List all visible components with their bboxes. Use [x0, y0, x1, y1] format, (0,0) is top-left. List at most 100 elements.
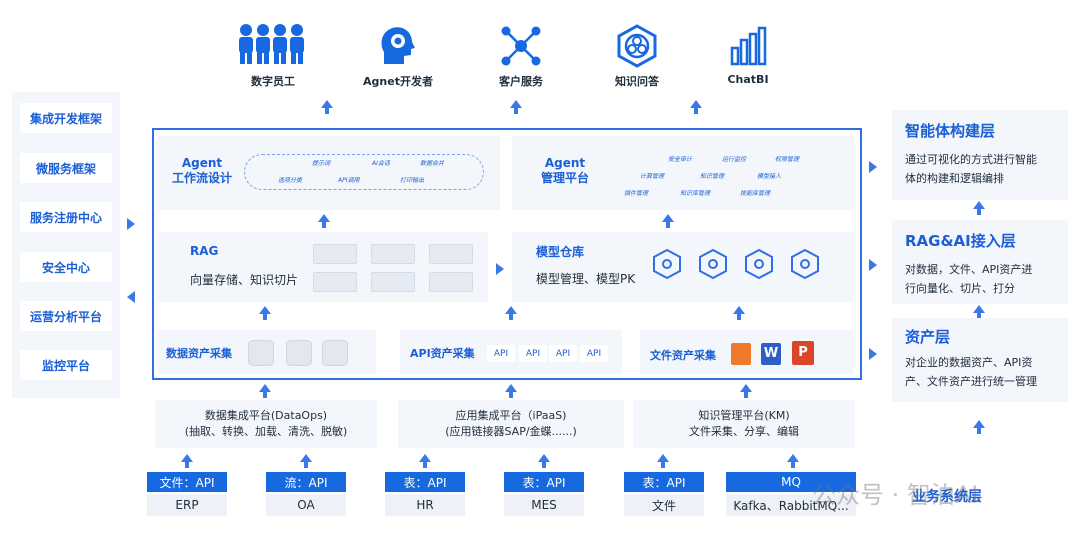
- arrow-up-icon: [973, 305, 985, 319]
- layer-asset: [892, 318, 1068, 402]
- mgmt-tag: 模型接入: [757, 173, 782, 180]
- top-label-developer: Agnet开发者: [363, 75, 433, 88]
- source-hr-name: HR: [385, 494, 465, 516]
- arrow-up-icon: [505, 384, 517, 398]
- top-label-customer-service: 客户服务: [499, 75, 543, 88]
- api-chip: API: [519, 345, 547, 362]
- agent-mgmt-title-line1: Agent: [544, 156, 586, 170]
- word-file-icon: W: [761, 343, 781, 365]
- left-item-service-registry: 服务注册中心: [20, 202, 112, 232]
- top-label-knowledge-qa: 知识问答: [615, 75, 659, 88]
- layer-rag-ai-desc: 对数据，文件、API资产进 行向量化、切片、打分: [905, 260, 1032, 298]
- layer-rag-ai: [892, 220, 1068, 304]
- ipaas-line1: 应用集成平台（iPaaS): [455, 409, 567, 422]
- arrow-up-icon: [733, 306, 745, 320]
- bar-chart-icon: [728, 26, 768, 70]
- network-nodes-icon: [500, 26, 542, 70]
- left-item-ops-analytics: 运营分析平台: [20, 301, 112, 331]
- database-icon: [322, 340, 348, 366]
- database-icon: [286, 340, 312, 366]
- source-file-head: 表：API: [624, 472, 704, 492]
- workflow-node: AI会话: [372, 160, 390, 167]
- mgmt-tag: 权限管理: [775, 156, 800, 163]
- vector-block: [371, 244, 415, 264]
- mgmt-tag: 知识管理: [700, 173, 725, 180]
- left-item-security-center: 安全中心: [20, 252, 112, 282]
- data-asset-title: 数据资产采集: [166, 347, 232, 360]
- knowledge-hex-icon: [616, 24, 658, 72]
- arrow-up-icon: [321, 100, 333, 114]
- mgmt-tag: 计算管理: [640, 173, 665, 180]
- source-mq-name: Kafka、RabbitMQ...: [726, 494, 856, 516]
- mgmt-tag: 知识库管理: [680, 190, 711, 197]
- api-asset-title: API资产采集: [410, 347, 475, 360]
- arrow-right-icon: [869, 348, 877, 360]
- model-repo-title: 模型仓库: [536, 245, 585, 259]
- main-platform-frame: [152, 128, 862, 380]
- model-repo-desc: 模型管理、模型PK: [536, 272, 636, 286]
- layer-rag-ai-desc-line1: 对数据，文件、API资产进: [905, 263, 1033, 276]
- arrow-right-icon: [127, 218, 135, 230]
- arrow-up-icon: [510, 100, 522, 114]
- layer-agent-build-desc: 通过可视化的方式进行智能 体的构建和逻辑编排: [905, 150, 1037, 188]
- rag-title: RAG: [190, 244, 219, 258]
- agent-mgmt-title-line2: 管理平台: [540, 171, 589, 185]
- agent-workflow-panel: [158, 136, 500, 210]
- arrow-up-icon: [318, 214, 330, 228]
- workflow-node: 数据合并: [420, 160, 445, 167]
- km-platform: 知识管理平台(KM) 文件采集、分享、编辑: [633, 400, 855, 448]
- arrow-up-icon: [690, 100, 702, 114]
- source-oa-head: 流：API: [266, 472, 346, 492]
- dataops-platform: 数据集成平台(DataOps) (抽取、转换、加载、清洗、脱敏): [155, 400, 377, 448]
- vector-block: [371, 272, 415, 292]
- vector-block: [313, 244, 357, 264]
- arrow-right-icon: [496, 263, 504, 275]
- vector-block: [429, 244, 473, 264]
- source-erp-head: 文件：API: [147, 472, 227, 492]
- layer-agent-build-desc-line2: 体的构建和逻辑编排: [905, 172, 1004, 185]
- arrow-up-icon: [300, 454, 312, 468]
- arrow-up-icon: [662, 214, 674, 228]
- mgmt-tag: 技能库管理: [740, 190, 771, 197]
- ipaas-platform: 应用集成平台（iPaaS) (应用链接器SAP/金蝶......): [398, 400, 624, 448]
- source-oa-name: OA: [266, 494, 346, 516]
- arrow-up-icon: [973, 201, 985, 215]
- source-file-name: 文件: [624, 494, 704, 516]
- layer-agent-build-desc-line1: 通过可视化的方式进行智能: [905, 153, 1037, 166]
- top-label-digital-staff: 数字员工: [251, 75, 295, 88]
- layer-asset-desc-line1: 对企业的数据资产、API资: [905, 356, 1033, 369]
- source-mes-name: MES: [504, 494, 584, 516]
- ipaas-line2: (应用链接器SAP/金蝶......): [445, 425, 577, 438]
- top-label-chatbi: ChatBI: [727, 73, 769, 86]
- arrow-up-icon: [505, 306, 517, 320]
- layer-agent-build-title: 智能体构建层: [905, 122, 996, 140]
- arrow-up-icon: [787, 454, 799, 468]
- arrow-up-icon: [740, 384, 752, 398]
- workflow-node: 打印输出: [400, 177, 425, 184]
- arrow-left-icon: [127, 291, 135, 303]
- source-hr-head: 表：API: [385, 472, 465, 492]
- agent-mgmt-panel: [512, 136, 854, 210]
- model-repo-panel: [512, 232, 854, 302]
- layer-rag-ai-title: RAG&AI接入层: [905, 232, 1016, 250]
- arrow-up-icon: [259, 384, 271, 398]
- watermark-text: 公众号 · 智泊AI: [812, 481, 979, 509]
- layer-asset-title: 资产层: [905, 328, 951, 346]
- arrow-up-icon: [419, 454, 431, 468]
- workflow-loop: [244, 154, 484, 190]
- model-cube-icons: [653, 248, 819, 280]
- left-framework-panel: [12, 92, 120, 398]
- agent-workflow-title-line1: Agent: [181, 156, 223, 170]
- arrow-up-icon: [973, 420, 985, 434]
- layer-agent-build: [892, 110, 1068, 200]
- layer-rag-ai-desc-line2: 行向量化、切片、打分: [905, 282, 1015, 295]
- mgmt-tag: 插件管理: [624, 190, 649, 197]
- api-chip: API: [549, 345, 577, 362]
- km-line2: 文件采集、分享、编辑: [689, 425, 799, 438]
- layer-asset-desc-line2: 产、文件资产进行统一管理: [905, 375, 1037, 388]
- workflow-node: 选项分类: [278, 177, 303, 184]
- database-icon: [248, 340, 274, 366]
- mgmt-tag: 安全审计: [668, 156, 693, 163]
- api-chip: API: [487, 345, 515, 362]
- left-item-monitoring: 监控平台: [20, 350, 112, 380]
